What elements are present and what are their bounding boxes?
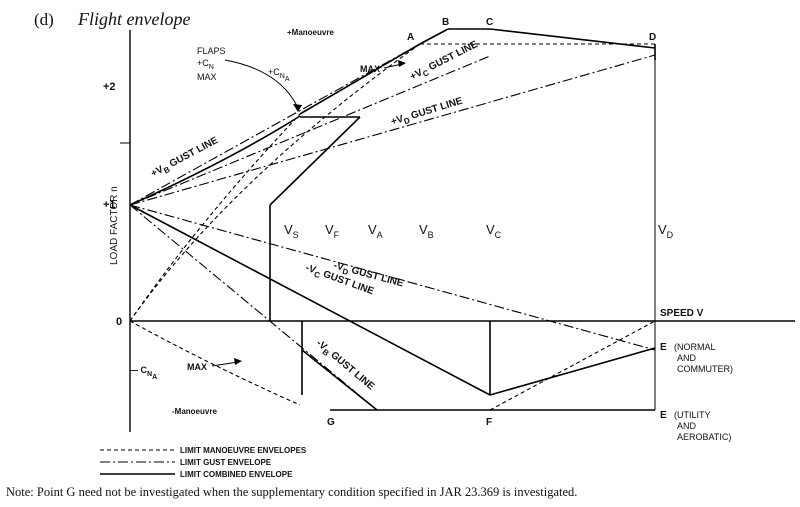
pos-vd-gust-line bbox=[129, 54, 656, 206]
pos-vb-gust-line bbox=[129, 43, 421, 206]
flaps-line-3: MAX bbox=[197, 72, 217, 82]
point-b: B bbox=[442, 17, 449, 28]
y-axis-label: LOAD FACTOR n bbox=[109, 186, 120, 265]
combined-neg-c bbox=[129, 204, 491, 396]
pos-vc-gust-line-ext bbox=[129, 55, 491, 206]
point-e-normal: E bbox=[660, 342, 667, 353]
speed-va: VA bbox=[368, 222, 383, 240]
pos-vc-gust-label: +VC GUST LINE bbox=[408, 39, 480, 85]
normal-note-1: (NORMAL bbox=[674, 342, 716, 352]
combined-a-b bbox=[419, 28, 449, 45]
legend-gust-label: LIMIT GUST ENVELOPE bbox=[180, 458, 272, 467]
max-neg-label: MAX bbox=[187, 362, 207, 372]
point-d: D bbox=[649, 32, 656, 43]
max-pos-arrowhead-icon bbox=[398, 60, 406, 67]
speed-vb: VB bbox=[419, 222, 434, 240]
x-axis-label: SPEED V bbox=[660, 308, 704, 319]
point-g: G bbox=[327, 417, 335, 428]
cna-pos-label: +CNA bbox=[268, 67, 290, 83]
max-neg-arrow bbox=[211, 361, 239, 367]
combined-vb-upper bbox=[129, 115, 301, 206]
neg-vd-gust-line bbox=[129, 204, 656, 351]
neg-vb-gust-line bbox=[129, 204, 378, 411]
y-tick-plus2: +2 bbox=[103, 81, 116, 93]
combined-upper-a bbox=[299, 43, 421, 115]
speed-vs: VS bbox=[284, 222, 299, 240]
cna-neg-label: — CNA bbox=[129, 365, 157, 381]
flaps-stall-curve bbox=[129, 113, 301, 322]
point-f: F bbox=[486, 417, 492, 428]
point-e-utility: E bbox=[660, 410, 667, 421]
svg-text:+VD GUST LINE: +VD GUST LINE bbox=[390, 95, 465, 129]
point-c: C bbox=[486, 17, 493, 28]
speed-vc: VC bbox=[486, 222, 502, 240]
utility-note-3: AEROBATIC) bbox=[677, 432, 731, 442]
combined-f-e bbox=[489, 347, 656, 396]
max-neg-arrowhead-icon bbox=[234, 358, 242, 365]
flaps-arrow bbox=[224, 59, 299, 109]
point-a: A bbox=[407, 32, 414, 43]
combined-flaps-drop bbox=[269, 116, 361, 206]
speed-vd: VD bbox=[658, 222, 674, 240]
svg-text:+VC GUST LINE: +VC GUST LINE bbox=[408, 39, 480, 85]
utility-note-1: (UTILITY bbox=[674, 410, 711, 420]
speed-vf: VF bbox=[325, 222, 340, 240]
legend-manoeuvre-label: LIMIT MANOEUVRE ENVELOPES bbox=[180, 446, 307, 455]
heading-title: Flight envelope bbox=[77, 9, 190, 29]
legend-combined-label: LIMIT COMBINED ENVELOPE bbox=[180, 470, 293, 479]
neg-manoeuvre-label: -Manoeuvre bbox=[172, 407, 217, 416]
y-tick-zero: 0 bbox=[116, 316, 122, 328]
neg-stall-curve bbox=[129, 320, 301, 406]
max-pos-label: MAX bbox=[360, 64, 380, 74]
utility-note-2: AND bbox=[677, 421, 697, 431]
neg-manoeuvre-return bbox=[489, 320, 656, 411]
normal-note-3: COMMUTER) bbox=[677, 364, 733, 374]
pos-vd-gust-label: +VD GUST LINE bbox=[390, 95, 465, 129]
combined-neg-vb bbox=[301, 349, 378, 411]
y-tick-plus1: +1 bbox=[103, 199, 116, 211]
pos-manoeuvre-label: +Manoeuvre bbox=[287, 28, 334, 37]
flaps-arrowhead-icon bbox=[293, 104, 302, 112]
heading-label: (d) bbox=[34, 10, 54, 29]
normal-note-2: AND bbox=[677, 353, 697, 363]
flaps-line-1: FLAPS bbox=[197, 46, 226, 56]
flaps-line-2: +CN bbox=[197, 58, 214, 71]
combined-c-d bbox=[489, 28, 656, 49]
footnote: Note: Point G need not be investigated w… bbox=[6, 485, 577, 499]
